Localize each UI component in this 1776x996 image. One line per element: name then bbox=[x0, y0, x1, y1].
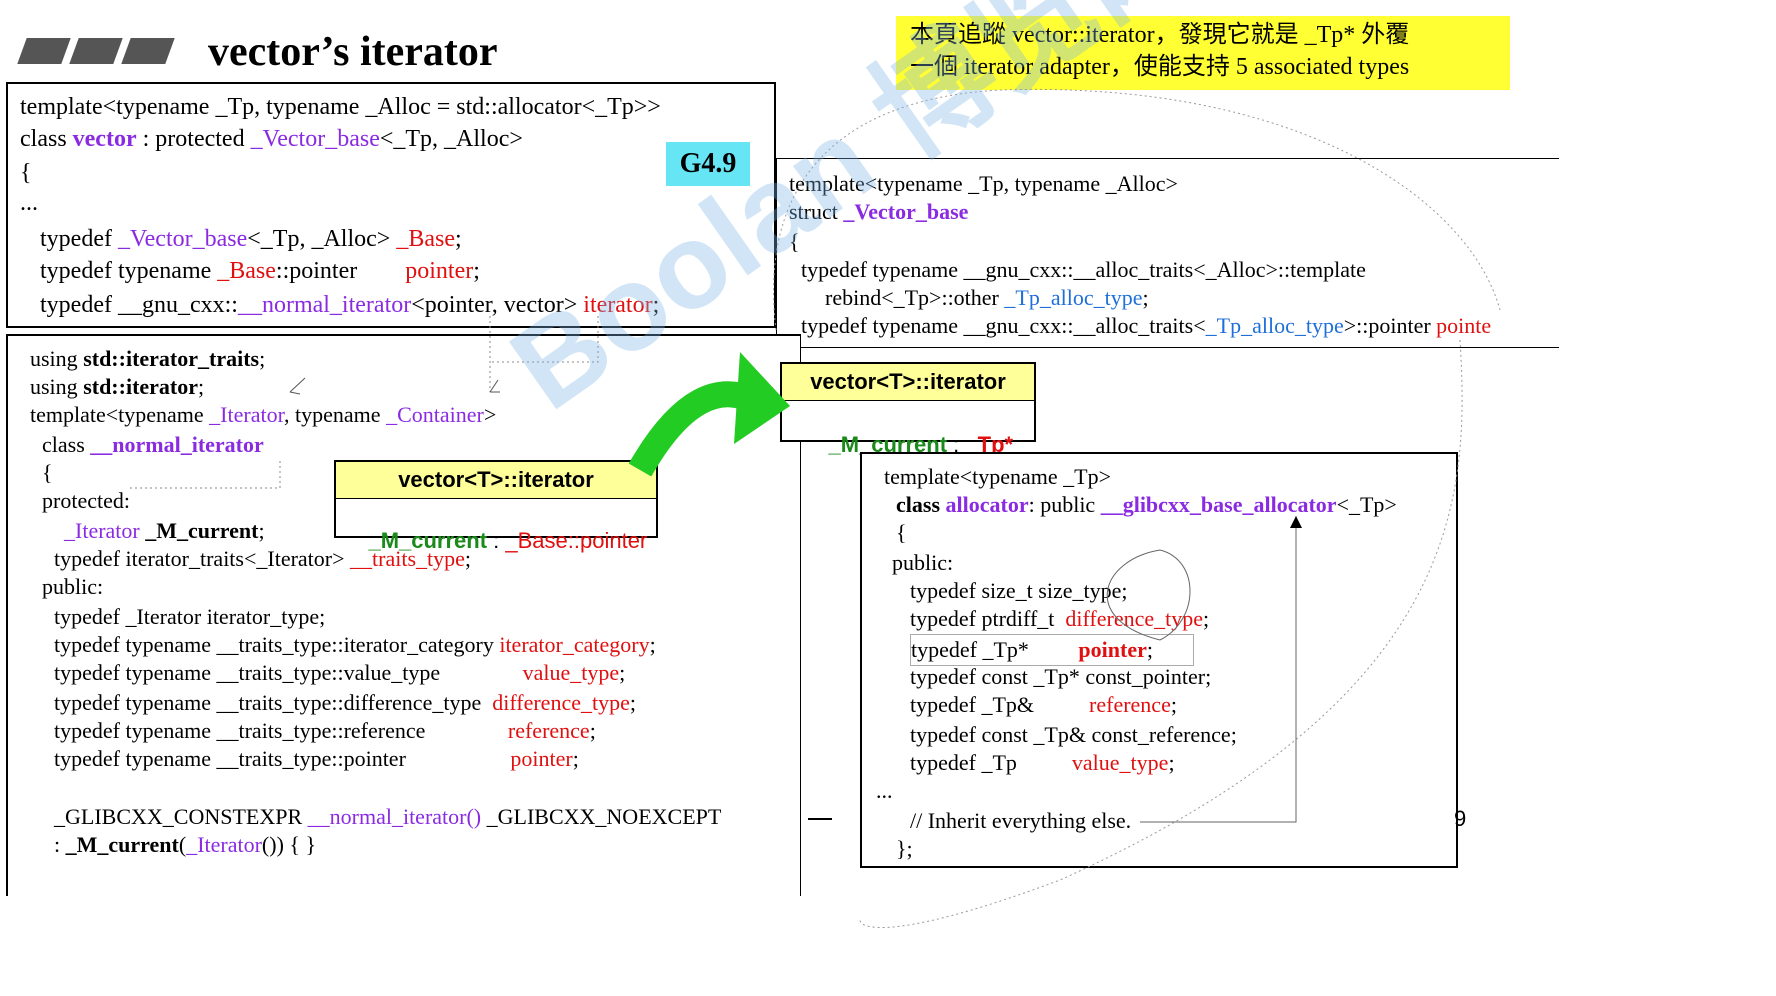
page-title: vector’s iterator bbox=[208, 29, 498, 75]
ni-line-6: protected: bbox=[42, 488, 130, 513]
vector-line-4: ... bbox=[20, 190, 38, 216]
ni-line-15: typedef typename __traits_type::pointer … bbox=[54, 746, 579, 771]
alloc-line-10: typedef const _Tp& const_reference; bbox=[910, 722, 1237, 747]
ni-line-10: typedef _Iterator iterator_type; bbox=[54, 604, 326, 629]
dash-mark bbox=[808, 818, 832, 820]
page-number: 9 bbox=[1454, 806, 1467, 831]
alloc-line-9: typedef _Tp& reference; bbox=[910, 692, 1177, 717]
iterator-card-1-header: vector<T>::iterator bbox=[336, 462, 656, 499]
ni-line-14: typedef typename __traits_type::referenc… bbox=[54, 718, 596, 743]
vector-line-1: template<typename _Tp, typename _Alloc =… bbox=[20, 94, 661, 120]
vector-line-5: typedef _Vector_base<_Tp, _Alloc> _Base; bbox=[40, 226, 462, 252]
vbase-line-2: struct _Vector_base bbox=[789, 199, 969, 224]
alloc-line-5: typedef size_t size_type; bbox=[910, 578, 1128, 603]
note-line-2: 一個 iterator adapter，使能支持 5 associated ty… bbox=[910, 54, 1410, 80]
ni-line-2: using std::iterator; bbox=[30, 374, 205, 399]
vbase-line-5: rebind<_Tp>::other _Tp_alloc_type; bbox=[825, 285, 1149, 310]
iterator-card-2: vector<T>::iterator _M_current : _Tp* bbox=[780, 362, 1036, 457]
vector-class-box: template<typename _Tp, typename _Alloc =… bbox=[6, 82, 776, 328]
ni-line-5: { bbox=[42, 460, 53, 485]
alloc-line-2: class allocator: public __glibcxx_base_a… bbox=[896, 492, 1397, 517]
vector-line-7: typedef __gnu_cxx::__normal_iterator<poi… bbox=[40, 292, 660, 318]
vector-line-6: typedef typename _Base::pointer pointer; bbox=[40, 258, 480, 284]
title-bars bbox=[17, 38, 175, 68]
vector-line-2: class vector : protected _Vector_base<_T… bbox=[20, 126, 523, 152]
ni-line-9: public: bbox=[42, 574, 104, 599]
note-line-1: 本頁追蹤 vector::iterator，發現它就是 _Tp* 外覆 bbox=[910, 22, 1410, 48]
alloc-line-6: typedef ptrdiff_t difference_type; bbox=[910, 606, 1210, 631]
ni-line-17: : _M_current(_Iterator()) { } bbox=[54, 832, 317, 857]
vbase-line-6: typedef typename __gnu_cxx::__alloc_trai… bbox=[801, 313, 1492, 338]
iterator-card-1: vector<T>::iterator _M_current : _Base::… bbox=[334, 460, 658, 553]
ni-line-7: _Iterator _M_current; bbox=[64, 518, 265, 543]
ni-line-12: typedef typename __traits_type::value_ty… bbox=[54, 660, 626, 685]
note-callout: 本頁追蹤 vector::iterator，發現它就是 _Tp* 外覆 一個 i… bbox=[896, 16, 1510, 90]
ni-line-11: typedef typename __traits_type::iterator… bbox=[54, 632, 656, 657]
alloc-line-8: typedef const _Tp* const_pointer; bbox=[910, 664, 1212, 689]
vector-base-box: template<typename _Tp, typename _Alloc> … bbox=[776, 158, 1559, 348]
alloc-line-12: ... bbox=[876, 778, 893, 803]
normal-iterator-box: using std::iterator_traits; using std::i… bbox=[6, 334, 801, 896]
vbase-line-3: { bbox=[789, 229, 800, 254]
ni-line-4: class __normal_iterator bbox=[42, 432, 264, 457]
ni-line-8: typedef iterator_traits<_Iterator> __tra… bbox=[54, 546, 472, 571]
alloc-line-4: public: bbox=[892, 550, 954, 575]
alloc-line-14: }; bbox=[896, 836, 913, 861]
alloc-line-1: template<typename _Tp> bbox=[884, 464, 1112, 489]
version-badge: G4.9 bbox=[666, 142, 750, 186]
vbase-line-1: template<typename _Tp, typename _Alloc> bbox=[789, 171, 1178, 196]
alloc-line-3: { bbox=[896, 520, 907, 545]
ni-line-13: typedef typename __traits_type::differen… bbox=[54, 690, 636, 715]
iterator-card-1-body: _M_current : _Base::pointer bbox=[368, 528, 648, 553]
alloc-line-13: // Inherit everything else. bbox=[910, 808, 1132, 833]
alloc-line-11: typedef _Tp value_type; bbox=[910, 750, 1175, 775]
vbase-line-4: typedef typename __gnu_cxx::__alloc_trai… bbox=[801, 257, 1366, 282]
ni-line-1: using std::iterator_traits; bbox=[30, 346, 266, 371]
vector-line-3: { bbox=[20, 160, 32, 186]
ni-line-16: _GLIBCXX_CONSTEXPR __normal_iterator() _… bbox=[54, 804, 722, 829]
allocator-box: template<typename _Tp> class allocator: … bbox=[860, 452, 1458, 868]
iterator-card-2-header: vector<T>::iterator bbox=[782, 364, 1034, 401]
ni-line-3: template<typename _Iterator, typename _C… bbox=[30, 402, 497, 427]
